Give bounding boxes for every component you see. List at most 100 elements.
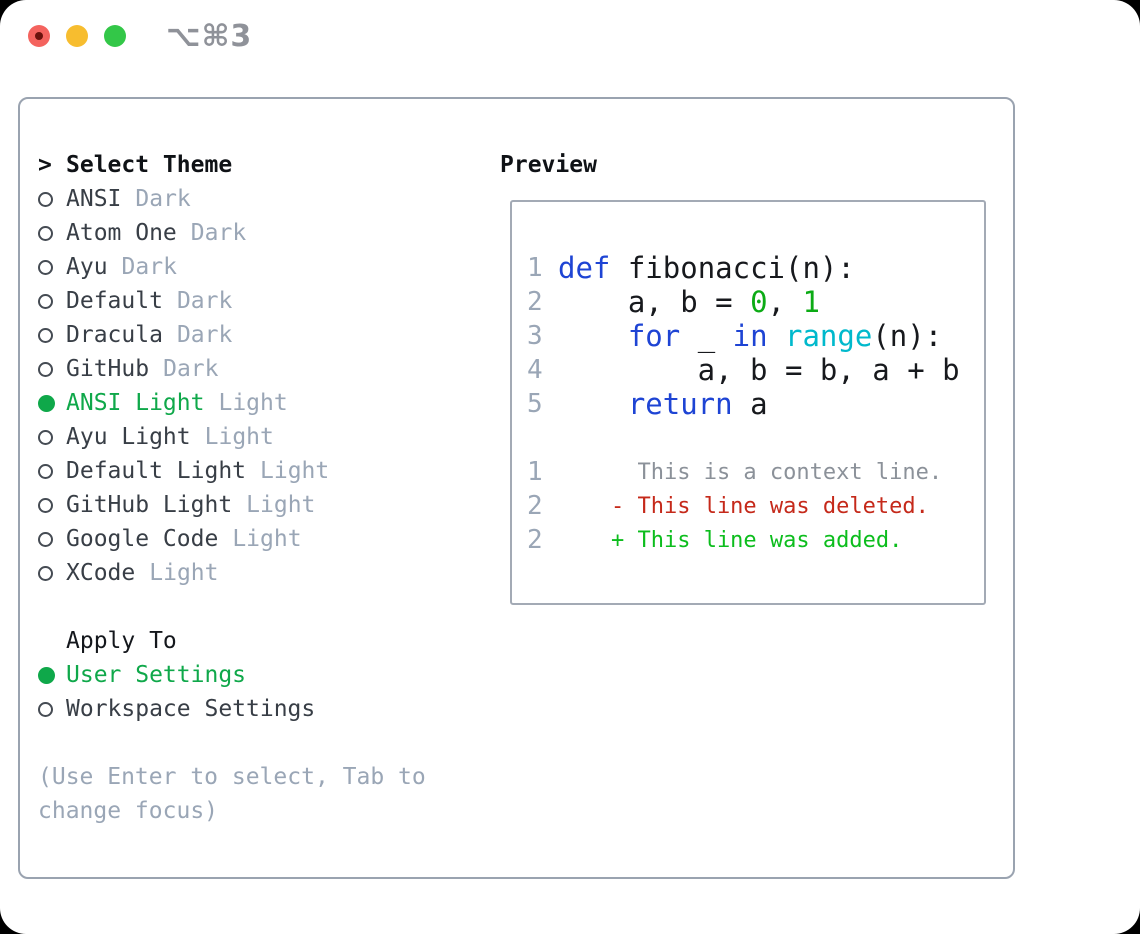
theme-variant: Light bbox=[260, 458, 330, 484]
theme-option-github-light[interactable]: GitHub Light Light bbox=[38, 488, 500, 522]
radio-icon bbox=[38, 259, 53, 275]
apply-option-label: Workspace Settings bbox=[66, 696, 316, 722]
radio-icon bbox=[38, 225, 53, 241]
theme-name: Dracula bbox=[66, 322, 163, 348]
radio-icon bbox=[38, 327, 53, 343]
apply-option-workspace-settings[interactable]: Workspace Settings bbox=[38, 692, 500, 726]
title-bar: ⌥⌘3 bbox=[0, 0, 1140, 72]
select-theme-heading: > Select Theme bbox=[38, 148, 500, 182]
code-text: a, b = 0, 1 bbox=[558, 285, 820, 319]
radio-selected-icon bbox=[38, 394, 55, 412]
line-number: 4 bbox=[527, 355, 543, 385]
radio-icon bbox=[38, 463, 53, 479]
spacer bbox=[527, 421, 974, 455]
theme-option-ansi-light[interactable]: ANSI Light Light bbox=[38, 386, 500, 420]
theme-name: GitHub Light bbox=[66, 492, 233, 518]
apply-to-heading: Apply To bbox=[38, 624, 500, 658]
theme-name: Google Code bbox=[66, 526, 219, 552]
radio-icon bbox=[38, 497, 53, 513]
diff-line-context: 1 This is a context line. bbox=[527, 455, 974, 489]
theme-variant: Dark bbox=[121, 254, 177, 280]
theme-variant: Light bbox=[232, 526, 302, 552]
theme-variant: Light bbox=[246, 492, 316, 518]
diff-line-added: 2 + This line was added. bbox=[527, 523, 974, 557]
radio-selected-icon bbox=[38, 666, 55, 684]
code-text: a, b = b, a + b bbox=[558, 353, 960, 387]
apply-option-user-settings[interactable]: User Settings bbox=[38, 658, 500, 692]
line-number: 2 bbox=[527, 525, 543, 555]
code-line: 1 def fibonacci(n): bbox=[527, 251, 974, 285]
diff-text: This is a context line. bbox=[558, 459, 943, 485]
close-button[interactable] bbox=[28, 25, 50, 47]
zoom-button[interactable] bbox=[104, 25, 126, 47]
prompt-caret: > bbox=[38, 152, 52, 178]
apply-option-label: User Settings bbox=[66, 662, 247, 688]
radio-icon bbox=[38, 531, 53, 547]
diff-text: - This line was deleted. bbox=[558, 493, 929, 519]
theme-option-xcode[interactable]: XCode Light bbox=[38, 556, 500, 590]
theme-variant: Light bbox=[204, 424, 274, 450]
radio-icon bbox=[38, 429, 53, 445]
diff-text: + This line was added. bbox=[558, 527, 903, 553]
theme-name: Atom One bbox=[66, 220, 177, 246]
keyboard-hint: (Use Enter to select, Tab to change focu… bbox=[38, 764, 426, 824]
theme-option-ayu[interactable]: Ayu Dark bbox=[38, 250, 500, 284]
window-title: ⌥⌘3 bbox=[166, 18, 253, 54]
theme-variant: Dark bbox=[176, 288, 233, 314]
theme-option-ayu-light[interactable]: Ayu Light Light bbox=[38, 420, 500, 454]
radio-icon bbox=[38, 293, 53, 309]
minimize-button[interactable] bbox=[66, 25, 88, 47]
theme-variant: Dark bbox=[190, 220, 247, 246]
theme-name: XCode bbox=[66, 560, 136, 586]
code-text: return a bbox=[627, 387, 768, 421]
theme-variant: Dark bbox=[135, 186, 191, 212]
theme-option-google-code[interactable]: Google Code Light bbox=[38, 522, 500, 556]
theme-name: ANSI bbox=[66, 186, 122, 212]
diff-line-deleted: 2 - This line was deleted. bbox=[527, 489, 974, 523]
line-number: 5 bbox=[527, 389, 543, 419]
line-number: 1 bbox=[527, 253, 543, 283]
code-text: for _ in range(n): bbox=[627, 319, 943, 353]
theme-name: GitHub bbox=[66, 356, 150, 382]
apply-to-label: Apply To bbox=[66, 628, 177, 654]
theme-name: Default bbox=[66, 288, 163, 314]
diff-block: 1 This is a context line.2 - This line w… bbox=[527, 455, 974, 557]
select-theme-title: Select Theme bbox=[66, 152, 233, 178]
radio-icon bbox=[38, 361, 53, 377]
line-number: 2 bbox=[527, 287, 543, 317]
radio-icon bbox=[38, 191, 53, 207]
radio-icon bbox=[38, 565, 53, 581]
theme-variant: Light bbox=[218, 390, 288, 416]
line-number: 2 bbox=[527, 491, 543, 521]
line-number: 3 bbox=[527, 321, 543, 351]
theme-option-default[interactable]: Default Dark bbox=[38, 284, 500, 318]
radio-icon bbox=[38, 701, 53, 717]
code-line: 3 for _ in range(n): bbox=[527, 319, 974, 353]
code-text: def fibonacci(n): bbox=[558, 251, 855, 285]
theme-variant: Dark bbox=[176, 322, 233, 348]
code-line: 5 return a bbox=[527, 387, 974, 421]
theme-name: ANSI Light bbox=[66, 390, 205, 416]
code-line: 4 a, b = b, a + b bbox=[527, 353, 974, 387]
preview-title: Preview bbox=[500, 152, 597, 178]
theme-option-github[interactable]: GitHub Dark bbox=[38, 352, 500, 386]
theme-name: Ayu Light bbox=[66, 424, 191, 450]
code-line: 2 a, b = 0, 1 bbox=[527, 285, 974, 319]
theme-option-dracula[interactable]: Dracula Dark bbox=[38, 318, 500, 352]
theme-variant: Dark bbox=[163, 356, 219, 382]
theme-option-ansi[interactable]: ANSI Dark bbox=[38, 182, 500, 216]
theme-name: Ayu bbox=[66, 254, 108, 280]
line-number: 1 bbox=[527, 457, 543, 487]
spacer bbox=[38, 590, 500, 624]
theme-variant: Light bbox=[149, 560, 219, 586]
theme-option-atom-one[interactable]: Atom One Dark bbox=[38, 216, 500, 250]
